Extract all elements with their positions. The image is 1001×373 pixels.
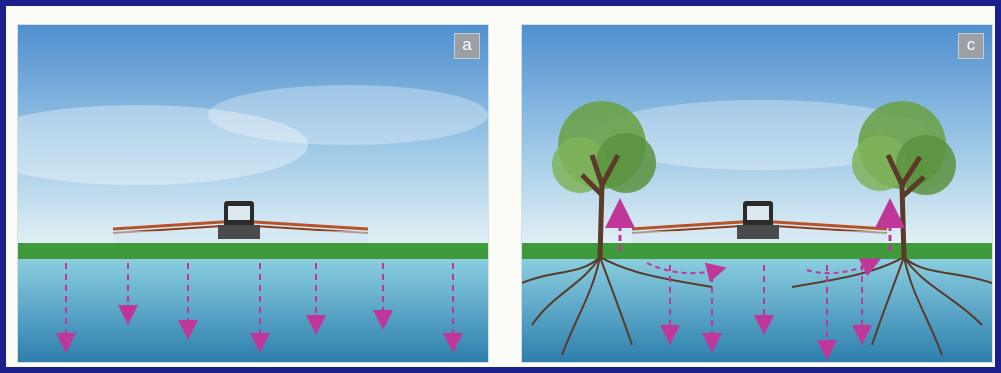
grass-strip	[522, 243, 992, 259]
grass-strip	[18, 243, 488, 259]
panel-a-illustration	[18, 25, 488, 362]
tractor	[218, 201, 260, 239]
panel-label-a: a	[454, 33, 480, 59]
panel-c: c	[521, 24, 993, 363]
panel-c-illustration	[522, 25, 992, 362]
figure-frame: a	[6, 6, 995, 367]
water-table	[18, 257, 488, 362]
panel-label-c: c	[958, 33, 984, 59]
tractor	[737, 201, 779, 239]
cloud	[208, 85, 488, 145]
panel-a: a	[17, 24, 489, 363]
